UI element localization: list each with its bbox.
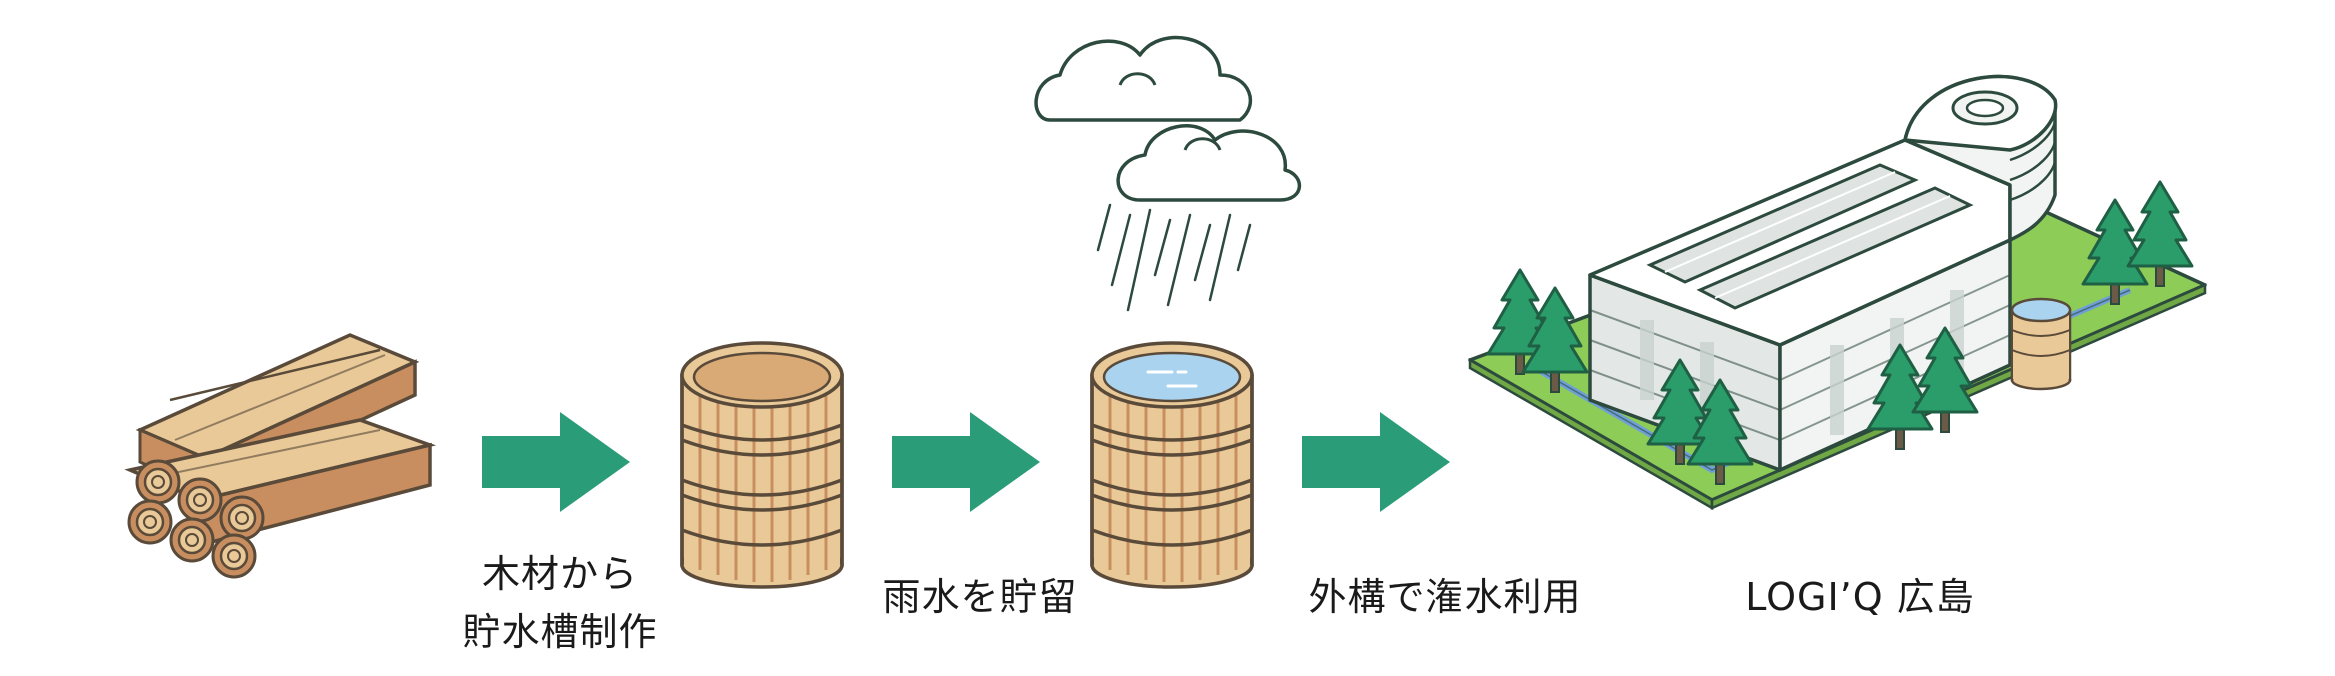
step-label-line: 雨水を貯留 bbox=[882, 575, 1078, 619]
step-label-line: 外構で潅水利用 bbox=[1308, 575, 1582, 619]
flow-arrow bbox=[1302, 412, 1450, 512]
step-label-rain: 雨水を貯留 bbox=[840, 568, 1120, 626]
step-label-reuse: 外構で潅水利用 bbox=[1265, 568, 1625, 626]
step-label-line: 貯水槽制作 bbox=[462, 610, 658, 654]
building-icon bbox=[1468, 74, 2207, 511]
step-label-line: 木材から bbox=[481, 552, 638, 596]
stacked-timber-icon bbox=[124, 333, 437, 579]
flow-arrow bbox=[892, 412, 1040, 512]
water-tank-icon bbox=[1090, 341, 1254, 589]
step-label-building: LOGI’Q 広島 bbox=[1700, 568, 2020, 626]
step-label-line: LOGI’Q 広島 bbox=[1745, 575, 1975, 619]
wooden-tank-icon bbox=[680, 341, 844, 589]
rain-cloud-icon bbox=[1034, 35, 1302, 312]
step-label-timber: 木材から 貯水槽制作 bbox=[420, 545, 700, 661]
flow-arrow bbox=[482, 412, 630, 512]
